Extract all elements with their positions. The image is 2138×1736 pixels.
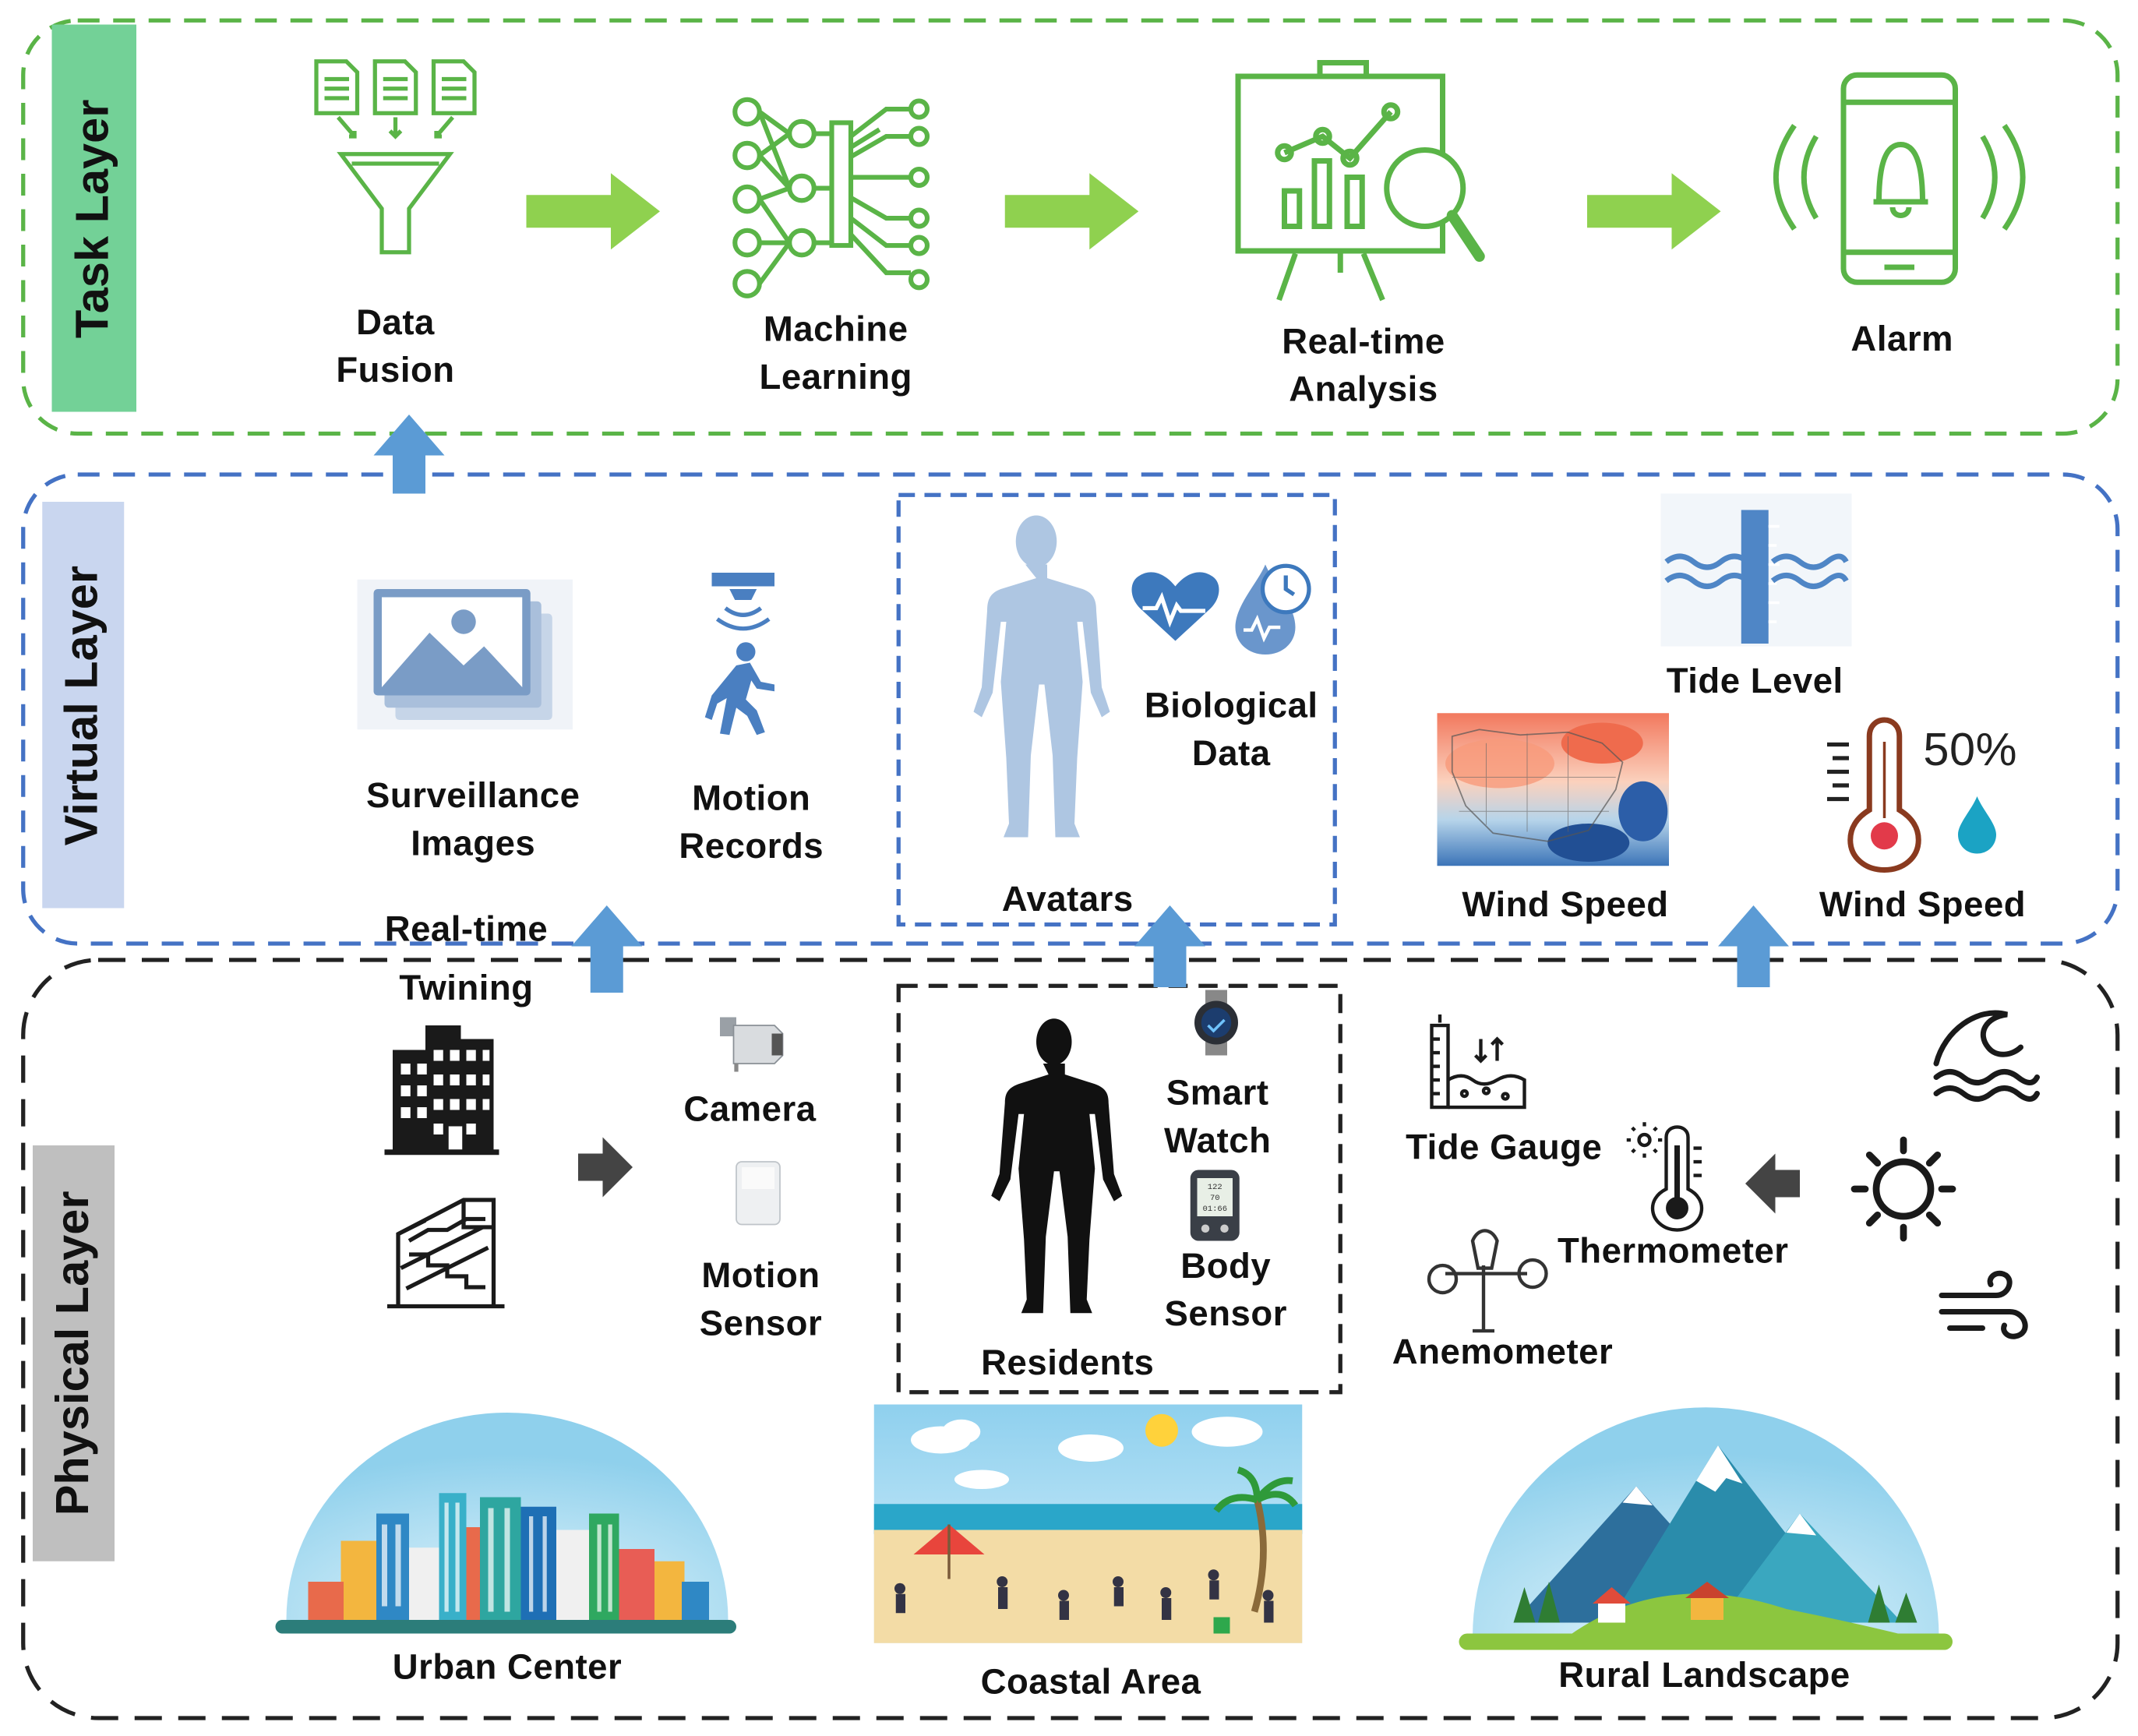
avatar-group-frame — [896, 492, 1337, 927]
weather-heatmap-image — [1437, 713, 1669, 866]
virtual-layer-frame — [21, 472, 2120, 946]
sun-icon — [1850, 1136, 1956, 1242]
residents-label: Residents — [981, 1342, 1155, 1383]
coastal-area-scene — [873, 1404, 1303, 1643]
task-layer-frame — [21, 18, 2120, 436]
staircase-icon — [387, 1198, 505, 1309]
resident-group-frame — [896, 983, 1342, 1395]
alarm-phone-icon — [1773, 72, 2026, 285]
surveillance-images-icon — [357, 579, 573, 730]
task-flow-arrows — [526, 173, 1721, 250]
tide-gauge-icon — [1430, 1014, 1526, 1110]
body-sensor-label: Body Sensor — [1164, 1244, 1287, 1334]
tide-level-icon — [1660, 493, 1852, 647]
alarm-label: Alarm — [1850, 317, 1954, 359]
machine-learning-icon — [732, 97, 930, 298]
virtual-layer-title: Virtual Layer — [56, 565, 109, 845]
urban-center-label: Urban Center — [392, 1646, 623, 1687]
rural-landscape-label: Rural Landscape — [1558, 1653, 1850, 1695]
physical-flow-arrows — [578, 1137, 1800, 1214]
resident-silhouette-icon — [991, 1018, 1123, 1314]
building-icon — [384, 1025, 499, 1156]
task-layer-sidebar: Task Layer — [51, 24, 136, 412]
physical-layer-title: Physical Layer — [47, 1191, 99, 1516]
data-fusion-icon — [314, 59, 477, 255]
camera-label: Camera — [683, 1088, 817, 1130]
tide-level-label: Tide Level — [1666, 660, 1843, 701]
wind-speed-label: Wind Speed — [1819, 884, 2027, 925]
physical-layer-sidebar: Physical Layer — [33, 1145, 115, 1561]
surveillance-images-label: Surveillance Images — [366, 774, 580, 863]
motion-records-icon — [704, 573, 774, 736]
physical-layer-frame — [21, 958, 2120, 1720]
smart-watch-icon — [1194, 990, 1238, 1056]
wind-icon — [1939, 1270, 2028, 1339]
tide-gauge-label: Tide Gauge — [1406, 1126, 1603, 1168]
thermometer-humidity-icon — [1827, 717, 1996, 873]
machine-learning-label: Machine Learning — [759, 308, 912, 397]
anemometer-label: Anemometer — [1392, 1331, 1614, 1372]
motion-sensor-icon — [736, 1161, 781, 1226]
motion-records-label: Motion Records — [679, 777, 824, 866]
avatar-body-icon — [973, 515, 1110, 838]
thermometer-label: Thermometer — [1557, 1230, 1789, 1272]
realtime-analysis-label: Real-time Analysis — [1282, 320, 1445, 409]
realtime-analysis-icon — [1235, 60, 1485, 302]
wind-speed-map-label: Wind Speed — [1462, 884, 1669, 925]
rural-landscape-scene — [1459, 1407, 1953, 1650]
biological-data-label: Biological Data — [1144, 684, 1318, 774]
avatars-label: Avatars — [1001, 878, 1134, 919]
data-fusion-label: Data Fusion — [336, 301, 455, 390]
anemometer-icon — [1427, 1229, 1548, 1333]
camera-icon — [720, 1017, 784, 1072]
smart-watch-label: Smart Watch — [1164, 1071, 1272, 1161]
blood-drop-icon — [1235, 563, 1311, 655]
motion-sensor-label: Motion Sensor — [699, 1254, 823, 1343]
humidity-value: 50% — [1923, 724, 2018, 776]
realtime-twining-label: Real-time Twining — [384, 908, 549, 1008]
wave-icon — [1933, 1010, 2040, 1102]
coastal-area-label: Coastal Area — [980, 1660, 1201, 1702]
thermometer-sun-icon — [1626, 1122, 1704, 1232]
task-layer-title: Task Layer — [67, 98, 120, 338]
heart-rate-icon — [1131, 572, 1219, 641]
virtual-layer-sidebar: Virtual Layer — [42, 502, 125, 909]
urban-center-scene — [275, 1413, 736, 1634]
